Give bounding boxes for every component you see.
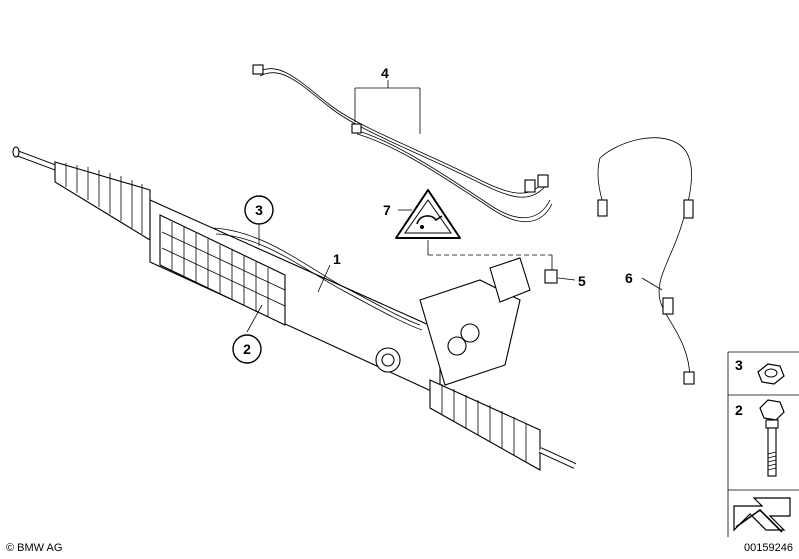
- part-5-seal[interactable]: [544, 269, 558, 284]
- callout-6: 6: [625, 270, 633, 286]
- svg-text:6: 6: [625, 270, 633, 286]
- callout-3: 3: [244, 195, 274, 225]
- svg-text:7: 7: [383, 202, 391, 218]
- copyright-text: © BMW AG: [6, 542, 63, 554]
- callout-2: 2: [232, 334, 262, 364]
- pressure-lines[interactable]: [252, 64, 553, 223]
- hardware-legend: 3 2: [727, 351, 799, 537]
- svg-text:2: 2: [243, 341, 251, 357]
- leader-lines: [246, 80, 663, 333]
- hex-bolt-icon: [759, 399, 785, 477]
- svg-text:3: 3: [255, 202, 263, 218]
- wear-sensor-cable[interactable]: [597, 137, 695, 385]
- callout-4: 4: [381, 65, 389, 81]
- svg-text:4: 4: [381, 65, 389, 81]
- hex-nut-icon: [757, 363, 785, 385]
- legend-label-2: 2: [735, 402, 743, 418]
- legend-label-3: 3: [735, 357, 743, 373]
- steering-gear[interactable]: [12, 146, 577, 471]
- callout-1: 1: [333, 251, 341, 267]
- callout-7: 7: [383, 202, 391, 218]
- document-number: 00159246: [744, 542, 793, 554]
- triangle-fluid-warning-icon: [395, 189, 461, 239]
- svg-text:5: 5: [578, 273, 586, 289]
- svg-text:1: 1: [333, 251, 341, 267]
- direction-arrow-icon: [733, 497, 791, 533]
- callout-5: 5: [578, 273, 586, 289]
